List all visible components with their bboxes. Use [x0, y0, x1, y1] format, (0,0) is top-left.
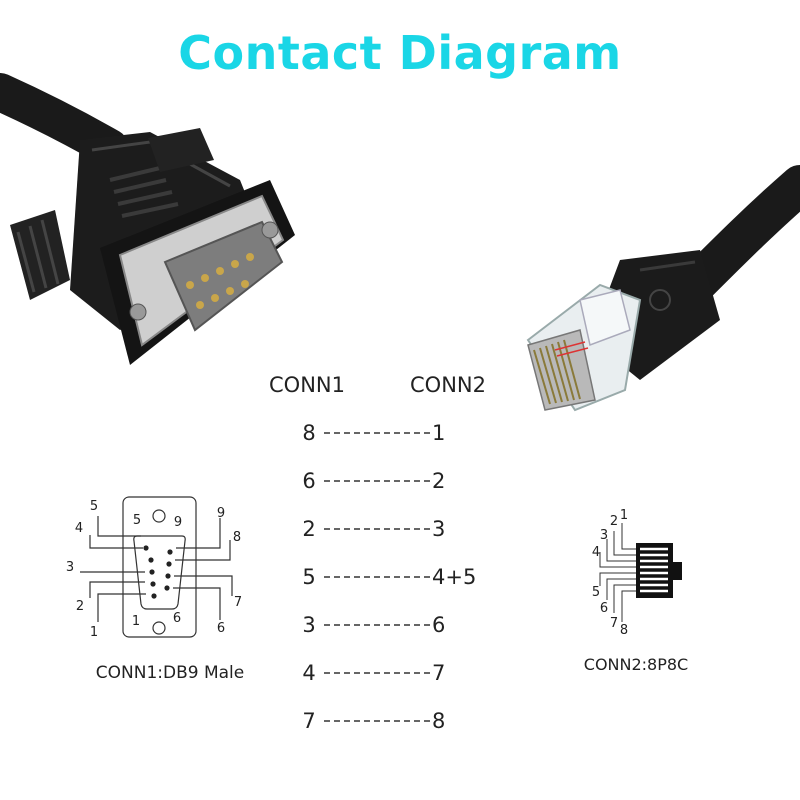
conn2-pin: 2 — [432, 469, 445, 493]
conn1-header: CONN1 — [269, 373, 345, 397]
conn2-pin: 6 — [432, 613, 445, 637]
conn2-pin: 4+5 — [432, 565, 476, 589]
rj45-pin-label: 7 — [610, 616, 618, 631]
db9-pins — [143, 545, 173, 599]
db9-outer-label: 6 — [217, 621, 225, 636]
db9-outer-labels: 5 4 3 2 1 9 8 7 6 — [66, 499, 242, 640]
rj45-pin-label: 1 — [620, 508, 628, 523]
rj45-caption: CONN2:8P8C — [584, 655, 688, 674]
conn2-pin: 3 — [432, 517, 445, 541]
conn1-pin: 5 — [302, 565, 315, 589]
db9-pinout-diagram — [80, 496, 233, 638]
db9-inner-label: 5 — [133, 513, 141, 528]
rj45-jack-body — [636, 543, 673, 598]
db9-screw-bottom — [152, 621, 166, 635]
wiring-row: 5 4+5 — [302, 565, 476, 589]
db9-inner-label: 1 — [132, 614, 140, 629]
db9-outer-label: 5 — [90, 499, 98, 514]
db9-outer-label: 2 — [76, 599, 84, 614]
db9-outer-label: 8 — [233, 530, 241, 545]
conn2-pin: 7 — [432, 661, 445, 685]
rj45-pin-label: 2 — [610, 514, 618, 529]
rj45-pin-label: 3 — [600, 528, 608, 543]
rj45-pin-label: 4 — [592, 545, 600, 560]
rj45-pin-label: 6 — [600, 601, 608, 616]
conn1-pin: 8 — [302, 421, 315, 445]
db9-outer-label: 3 — [66, 560, 74, 575]
rj45-pinout-diagram — [599, 523, 682, 622]
db9-screw-top — [152, 509, 166, 523]
db9-inner-label: 9 — [174, 515, 182, 530]
db9-outer-label: 1 — [90, 625, 98, 640]
conn2-header: CONN2 — [410, 373, 486, 397]
conn2-pin: 1 — [432, 421, 445, 445]
db9-outer-label: 7 — [234, 595, 242, 610]
rj45-cable-image — [526, 165, 800, 412]
conn1-pin: 6 — [302, 469, 315, 493]
db9-cable-image — [0, 73, 295, 365]
db9-outer-label: 9 — [217, 506, 225, 521]
rj45-jack-tab — [673, 562, 682, 580]
page-title: Contact Diagram — [178, 26, 622, 80]
db9-caption: CONN1:DB9 Male — [96, 663, 244, 683]
conn1-pin: 3 — [302, 613, 315, 637]
conn1-pin: 7 — [302, 709, 315, 733]
conn1-pin: 2 — [302, 517, 315, 541]
rj45-pin-labels: 1 2 3 4 5 6 7 8 — [592, 508, 628, 638]
db9-inner-label: 6 — [173, 611, 181, 626]
db9-shell — [133, 535, 186, 610]
conn1-pin: 4 — [302, 661, 315, 685]
db9-inner-labels: 5 9 1 6 — [132, 513, 182, 629]
rj45-pin-label: 5 — [592, 585, 600, 600]
rj45-pin-label: 8 — [620, 623, 628, 638]
conn2-pin: 8 — [432, 709, 445, 733]
db9-frame — [122, 496, 197, 638]
db9-outer-label: 4 — [75, 521, 83, 536]
